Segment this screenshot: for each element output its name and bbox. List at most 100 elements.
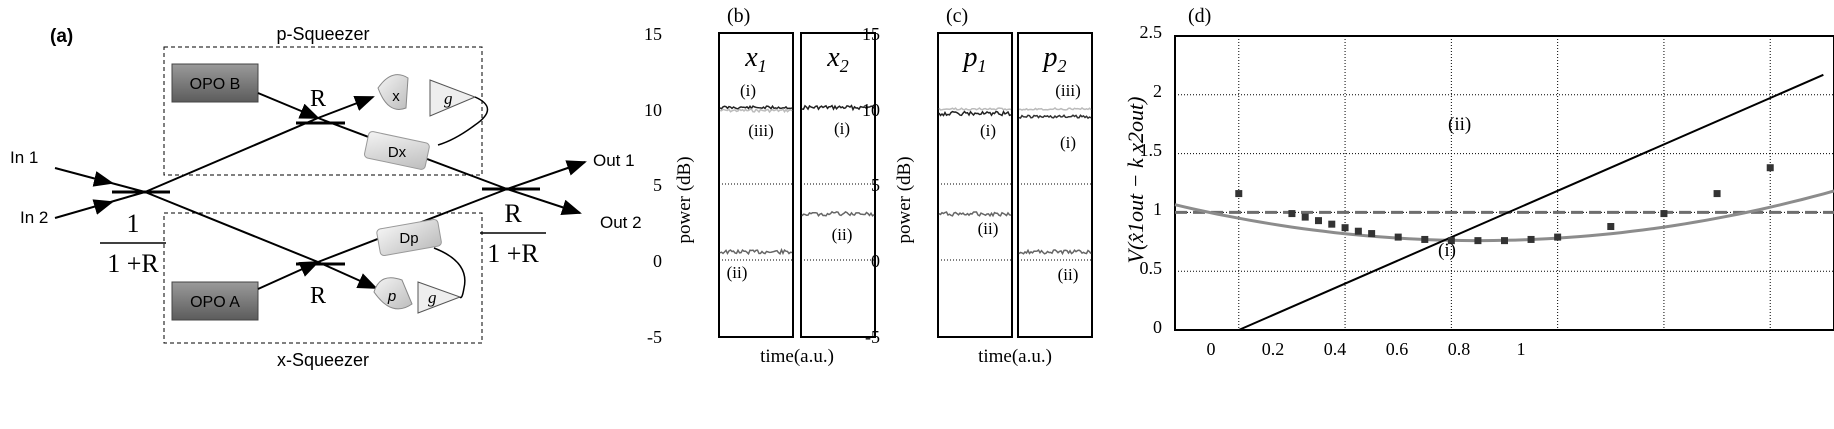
panel-b-ylabel: power (dB) — [674, 156, 695, 243]
panel-d-label: (d) — [1188, 5, 1211, 27]
r-top-label: R — [310, 86, 326, 112]
series-i-point — [1341, 224, 1349, 232]
trace-c-right-ii — [1018, 248, 1092, 256]
panel-c: (c) power (dB) 15 10 5 0 -5 p1 p2 (i) (i… — [862, 5, 1093, 367]
series-i-point — [1501, 237, 1508, 245]
panel-d-xtick: 0 — [1207, 339, 1216, 359]
panel-d-ytick: 2.5 — [1140, 22, 1163, 42]
panel-d-ytick: 1 — [1153, 199, 1162, 219]
panel-c-label: (c) — [946, 5, 968, 27]
panel-d-xtick: 0.6 — [1386, 339, 1409, 359]
label-c-left-ii: (ii) — [978, 219, 999, 238]
series-i-point — [1527, 235, 1535, 243]
left-fraction-numerator: 1 — [127, 209, 140, 238]
panel-d-ytick: 0.5 — [1140, 258, 1163, 278]
gain-bottom-label: g — [428, 288, 437, 307]
in2-label: In 2 — [20, 208, 48, 227]
label-b-left-iii: (iii) — [748, 121, 774, 140]
series-i-fit-curve — [1174, 189, 1834, 243]
panel-d-grid — [1175, 35, 1834, 330]
gain-bottom-icon — [417, 281, 462, 314]
trace-b-right-i — [801, 104, 875, 112]
trace-c-left-ref — [938, 107, 1012, 111]
series-i-point — [1288, 210, 1296, 218]
left-fraction-denominator: 1 +R — [107, 249, 159, 278]
panel-d-xtick: 0.2 — [1262, 339, 1285, 359]
in1-label: In 1 — [10, 148, 38, 167]
series-i-point — [1368, 230, 1376, 238]
panel-b-right-title: x2 — [826, 42, 848, 76]
out2-beam — [506, 188, 582, 215]
panel-d-label-i: (i) — [1438, 240, 1456, 261]
feedback-wire-bottom — [433, 247, 466, 299]
opo-b-label: OPO B — [190, 76, 241, 93]
series-i-point — [1607, 223, 1615, 231]
series-i-point — [1328, 220, 1336, 228]
p-detector-icon — [373, 277, 413, 310]
panel-b-left-frame — [718, 32, 794, 338]
x-detector-label: x — [392, 88, 400, 105]
trace-c-left-i — [938, 110, 1012, 117]
series-i-point — [1554, 233, 1562, 241]
trace-b-right-ii — [801, 210, 875, 217]
panel-c-ytick: 15 — [862, 24, 880, 44]
out2-label: Out 2 — [600, 213, 642, 232]
panel-d-xtick: 1 — [1517, 339, 1526, 359]
p-squeezer-box — [163, 46, 483, 176]
label-c-right-iii: (iii) — [1055, 81, 1081, 100]
beam-to-p-detector — [317, 261, 378, 289]
panel-a-label: (a) — [50, 26, 73, 47]
panel-c-left-frame — [937, 32, 1013, 338]
beam-to-x-detector — [317, 95, 375, 119]
dp-label: Dp — [399, 230, 418, 247]
panel-c-left-title: p1 — [962, 42, 987, 76]
panel-b-label: (b) — [727, 5, 750, 27]
label-c-right-ii: (ii) — [1058, 265, 1079, 284]
p-squeezer-title: p-Squeezer — [276, 24, 369, 44]
dx-label: Dx — [388, 144, 407, 161]
panel-a: (a) p-Squeezer x-Squeezer OPO B OPO A — [10, 24, 642, 370]
opo-a-box — [171, 281, 259, 321]
series-i-point — [1301, 213, 1309, 221]
panel-b-ytick: 15 — [644, 24, 662, 44]
label-b-right-ii: (ii) — [832, 225, 853, 244]
label-c-right-i: (i) — [1060, 133, 1076, 152]
trace-b-left-ii — [719, 247, 793, 256]
panel-c-right-title: p2 — [1042, 42, 1067, 76]
out1-beam — [506, 160, 587, 190]
trace-c-right-iii — [1018, 107, 1092, 111]
dp-modulator-icon — [376, 218, 442, 257]
label-b-left-i: (i) — [740, 81, 756, 100]
panel-d-ytick: 1.5 — [1140, 140, 1163, 160]
x-squeezer-title: x-Squeezer — [277, 350, 369, 370]
panel-d-marks — [1174, 73, 1834, 331]
panel-b-right-frame — [800, 32, 876, 338]
opo-b-box — [171, 63, 259, 103]
upper-crossing-beam — [144, 117, 319, 193]
series-i-point — [1354, 227, 1362, 235]
trace-c-left-ii — [938, 211, 1012, 218]
panel-b-left-title: x1 — [744, 42, 766, 76]
trace-b-left-iii — [719, 108, 793, 114]
panel-d-ylabel: V(x̂1out − k x2out) — [1123, 97, 1148, 264]
panel-c-ytick: 0 — [871, 251, 880, 271]
panel-b-xlabel: time(a.u.) — [760, 346, 834, 367]
series-i-point — [1235, 190, 1243, 198]
series-i-point — [1314, 217, 1322, 225]
panel-c-ytick: 10 — [862, 100, 880, 120]
x-detector-icon — [377, 74, 409, 110]
dx-modulator-icon — [364, 131, 430, 170]
panel-b-ytick: 0 — [653, 251, 662, 271]
series-i-point — [1766, 164, 1774, 172]
series-i-point — [1474, 237, 1482, 245]
series-i-point — [1394, 233, 1402, 241]
panel-c-ytick: 5 — [871, 175, 880, 195]
right-fraction-denominator: 1 +R — [487, 239, 539, 268]
panel-c-ylabel: power (dB) — [894, 156, 915, 243]
panel-b: (b) power (dB) 15 10 5 0 -5 x1 x2 (i) (i… — [644, 5, 876, 367]
trace-b-left-i — [719, 104, 793, 110]
panel-d-xtick: 0.8 — [1448, 339, 1471, 359]
feedback-wire-top — [437, 96, 489, 146]
series-i-point — [1660, 210, 1668, 218]
